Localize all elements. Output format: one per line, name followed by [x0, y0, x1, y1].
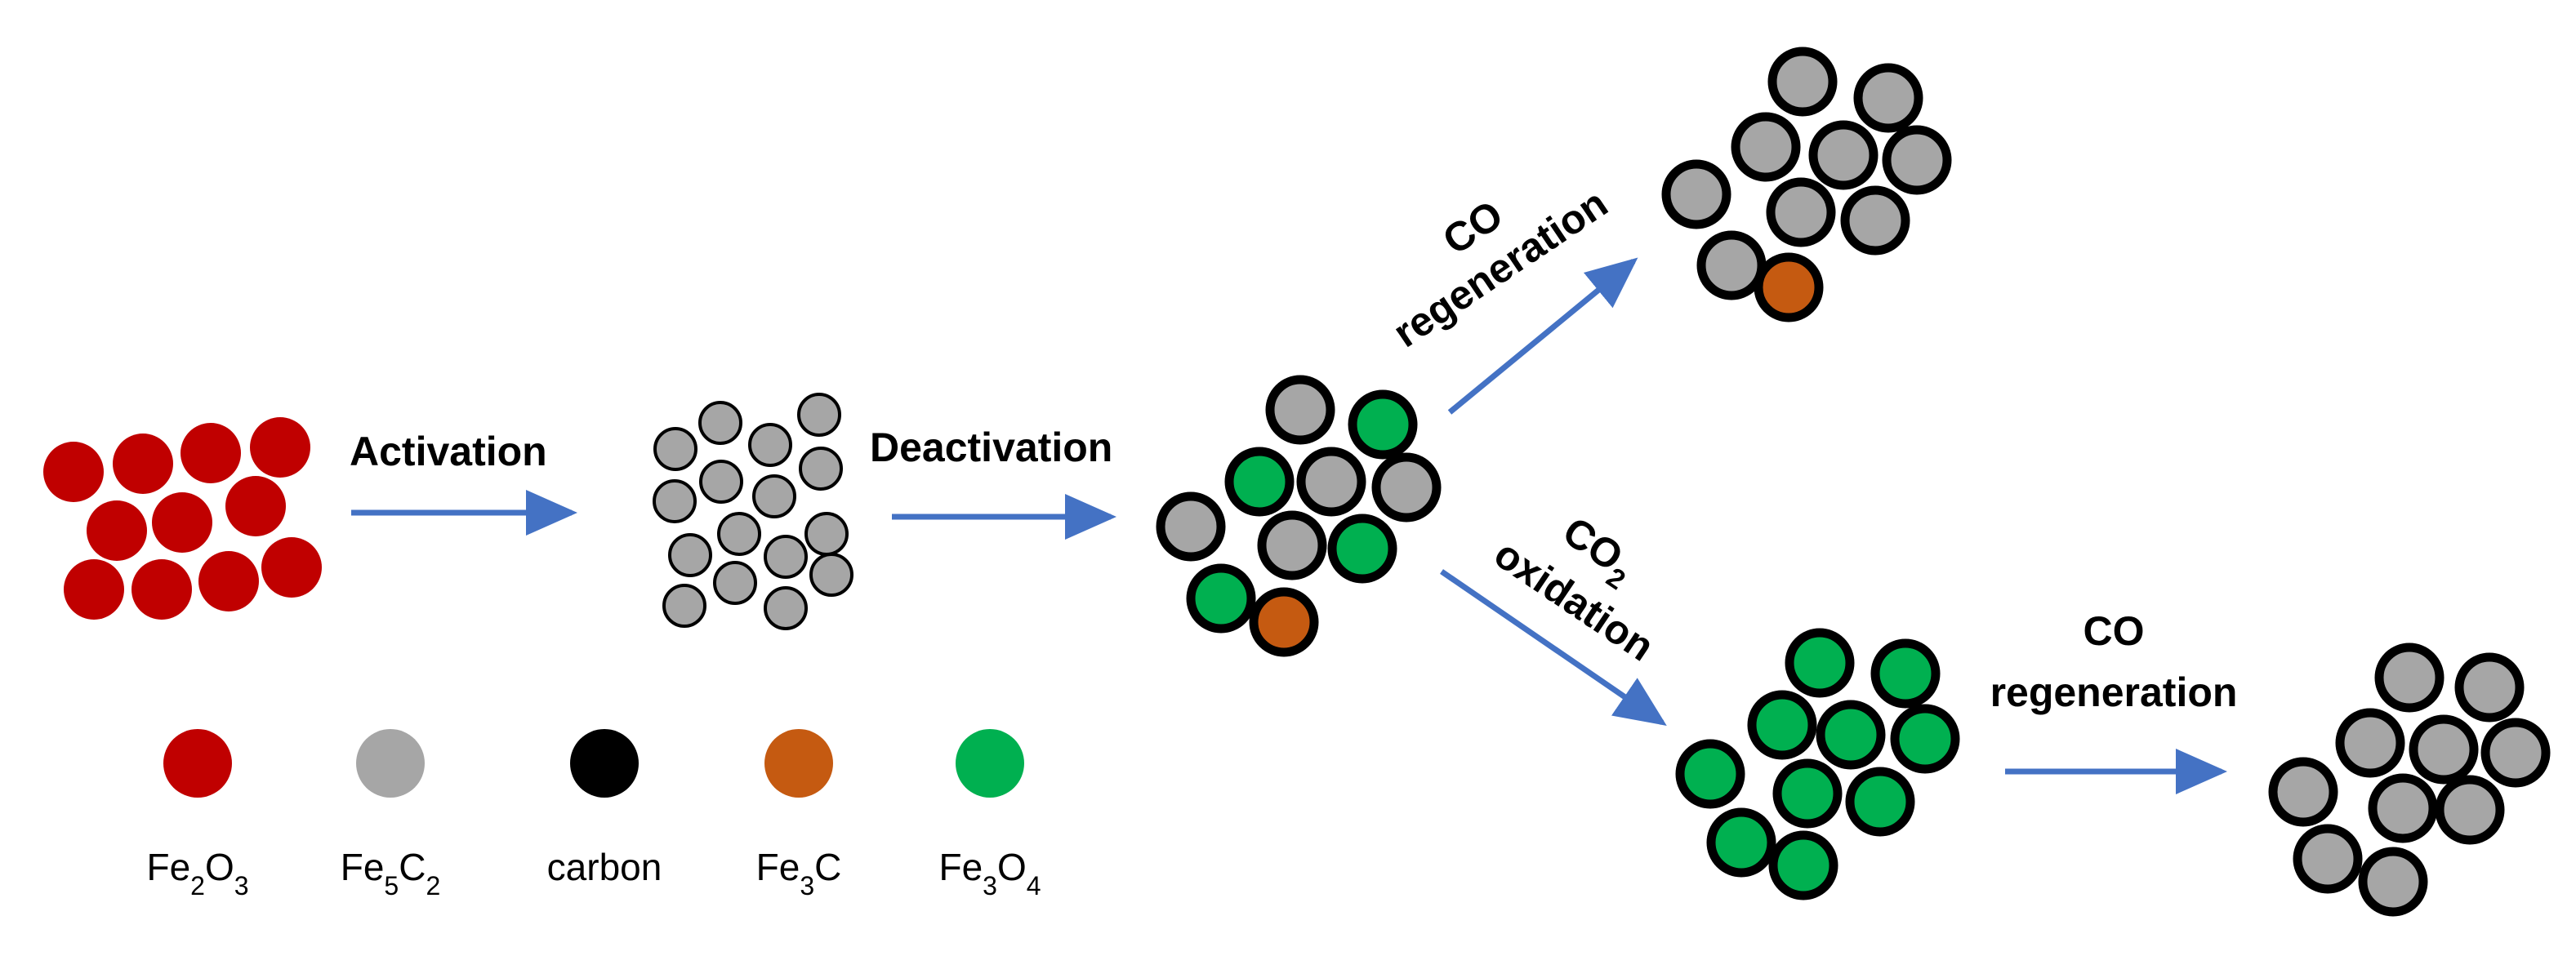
fe5c2-particle — [699, 460, 743, 504]
fe2o3-particle — [198, 551, 259, 611]
activation-label: Activation — [350, 429, 547, 474]
fe2o3-particle — [225, 476, 286, 536]
fe3o4-legend-swatch — [956, 729, 1024, 798]
cluster-fe5c2-activated — [653, 393, 853, 630]
fe5c2-particle — [1296, 447, 1366, 517]
fe2o3-particle — [131, 559, 192, 620]
fe2o3-legend-swatch — [163, 729, 232, 798]
fe5c2-particle — [668, 533, 712, 577]
fe2o3-particle — [87, 500, 147, 561]
fe5c2-particle — [1767, 47, 1838, 117]
carbon-legend-label: carbon — [547, 846, 662, 888]
fe5c2-particle — [2293, 824, 2363, 894]
fe2o3-particle — [43, 442, 104, 502]
fe3o4-particle — [1224, 447, 1295, 517]
fe5c2-particle — [1696, 230, 1767, 300]
fe5c2-particle — [2268, 757, 2338, 827]
fe3c-legend-swatch — [764, 729, 833, 798]
fe5c2-particle — [804, 512, 849, 556]
fe5c2-particle — [809, 553, 853, 597]
fe5c2-particle — [1731, 112, 1801, 182]
co-regeneration-label-upper: CO regeneration — [1385, 180, 1616, 356]
fe5c2-particle — [2374, 643, 2445, 713]
fe3c-particle — [1249, 587, 1319, 657]
fe5c2-particle — [2435, 775, 2505, 845]
fe5c2-particle — [662, 584, 706, 628]
fe2o3-particle — [113, 434, 173, 494]
cluster-deactivated — [1156, 375, 1442, 657]
fe3o4-particle — [1186, 563, 1256, 634]
fe5c2-particle — [1766, 177, 1836, 247]
cluster-final-regenerated — [2268, 643, 2551, 917]
fe5c2-particle — [1265, 375, 1335, 445]
cluster-fe2o3-fresh — [43, 417, 322, 620]
fe5c2-particle — [1371, 452, 1442, 522]
cluster-co2-oxidized — [1675, 628, 1960, 900]
fe5c2-particle — [2454, 652, 2525, 723]
fe2o3-particle — [261, 537, 322, 598]
fe3o4-particle — [1675, 739, 1745, 809]
fe5c2-particle — [2358, 847, 2428, 917]
fe5c2-particle — [2409, 714, 2479, 785]
fe3o4-legend-label: Fe3O4 — [938, 846, 1041, 900]
fe5c2-particle — [1156, 491, 1226, 562]
fe3o4-particle — [1327, 514, 1397, 584]
fe3o4-particle — [1816, 700, 1886, 770]
co2-oxidation-label: CO2 oxidation — [1486, 508, 1663, 669]
co-regeneration-lower-line1: CO — [2084, 608, 2145, 654]
fe3o4-particle — [1785, 628, 1855, 698]
fe5c2-particle — [717, 512, 761, 556]
fe5c2-particle — [698, 401, 742, 445]
fe5c2-particle — [1808, 120, 1879, 190]
fe5c2-particle — [1882, 125, 1952, 195]
fe5c2-particle — [653, 479, 697, 523]
fe3o4-particle — [1768, 830, 1838, 900]
cluster-co-regenerated — [1661, 47, 1952, 322]
fe5c2-particle — [653, 427, 697, 471]
fe3o4-particle — [1890, 704, 1960, 774]
fe2o3-particle — [152, 492, 212, 553]
carbon-legend-swatch — [570, 729, 639, 798]
fe5c2-particle — [752, 474, 796, 518]
fe5c2-particle — [764, 586, 808, 630]
fe3c-particle — [1754, 252, 1824, 322]
fe3o4-particle — [1747, 690, 1817, 760]
fe5c2-particle — [2368, 773, 2438, 843]
fe5c2-particle — [1661, 159, 1731, 229]
fe2o3-particle — [250, 417, 310, 478]
fe3o4-particle — [1706, 807, 1776, 878]
fe5c2-particle — [799, 447, 843, 491]
co-regeneration-upper-line2: regeneration — [1385, 180, 1616, 356]
legend: Fe2O3 Fe5C2 carbon Fe3C Fe3O4 — [146, 729, 1041, 900]
fe5c2-particle — [713, 561, 757, 605]
fe3o4-particle — [1870, 638, 1941, 709]
fe2o3-particle — [64, 559, 124, 620]
co-regeneration-lower-line2: regeneration — [1990, 669, 2238, 715]
fe5c2-particle — [797, 393, 841, 437]
fe3o4-particle — [1772, 758, 1843, 829]
fe5c2-particle — [764, 535, 808, 579]
fe5c2-particle — [1257, 510, 1327, 580]
fe5c2-particle — [2335, 708, 2405, 778]
co-regeneration-arrow-upper — [1447, 257, 1638, 415]
co2-oxidation-arrow — [1440, 569, 1667, 726]
fe5c2-particle — [1840, 185, 1910, 256]
fe5c2-legend-swatch — [356, 729, 425, 798]
fe5c2-particle — [748, 423, 792, 467]
deactivation-label: Deactivation — [870, 425, 1112, 470]
fe3o4-particle — [1348, 389, 1418, 460]
fe5c2-particle — [1853, 63, 1923, 133]
fe5c2-legend-label: Fe5C2 — [341, 846, 441, 900]
fe5c2-particle — [2480, 718, 2551, 788]
fe3o4-particle — [1845, 767, 1915, 837]
fe3c-legend-label: Fe3C — [756, 846, 842, 900]
fe2o3-legend-label: Fe2O3 — [146, 846, 248, 900]
fe2o3-particle — [180, 423, 241, 483]
